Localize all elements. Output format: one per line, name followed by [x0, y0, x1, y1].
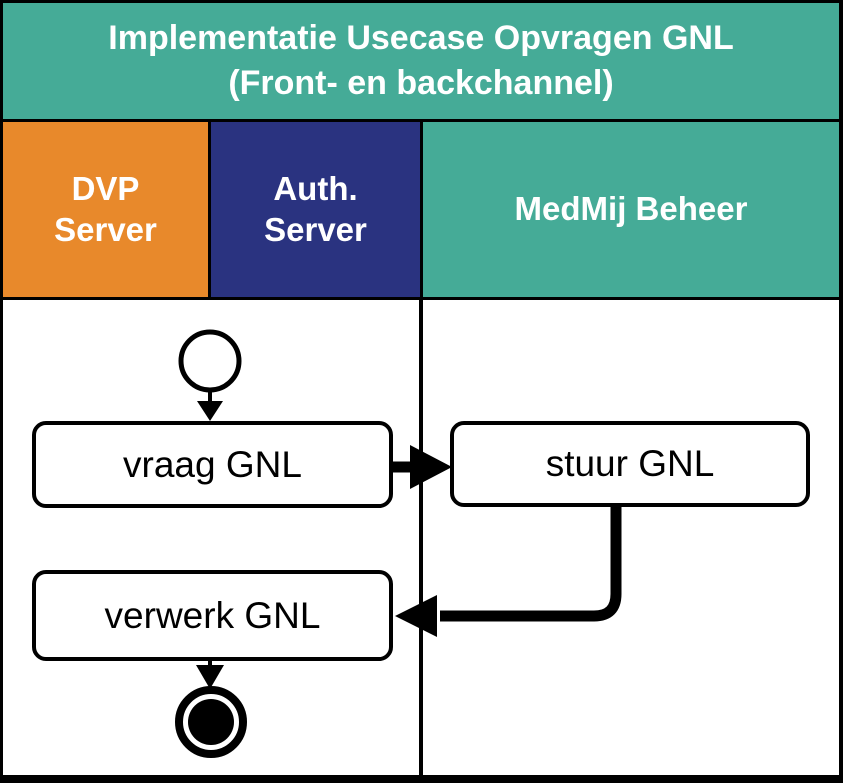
lane-header-medmij-beheer: MedMij Beheer: [423, 122, 839, 297]
arrowhead-right-icon: [410, 445, 452, 489]
edge-stuur-to-verwerk: [395, 507, 622, 637]
title-line-2: (Front- en backchannel): [228, 64, 614, 102]
edge-vraag-to-stuur: [393, 445, 452, 489]
activity-vraag-gnl: vraag GNL: [32, 421, 393, 508]
edge-verwerk-to-end: [196, 661, 224, 689]
lane-label-auth-server: Auth. Server: [264, 170, 367, 248]
arrowhead-down-icon: [196, 665, 224, 689]
title-line-1: Implementatie Usecase Opvragen GNL: [108, 19, 734, 58]
activity-stuur-gnl: stuur GNL: [450, 421, 810, 507]
diagram-title: Implementatie Usecase Opvragen GNL (Fron…: [3, 3, 839, 119]
lane-header-dvp-server: DVP Server: [3, 122, 208, 297]
lane-header-auth-server: Auth. Server: [211, 122, 420, 297]
edge-start-to-vraag: [197, 392, 223, 421]
activity-vraag-gnl-label: vraag GNL: [123, 443, 302, 485]
activity-verwerk-gnl-label: verwerk GNL: [104, 594, 321, 636]
lane-label-dvp-server: DVP Server: [54, 170, 157, 248]
activity-verwerk-gnl: verwerk GNL: [32, 570, 393, 661]
lane-divider-line: [419, 300, 423, 775]
start-event-node: [178, 329, 242, 393]
arrowhead-left-icon: [395, 595, 437, 637]
arrowhead-down-icon: [197, 401, 223, 421]
lane-label-medmij-beheer: MedMij Beheer: [514, 190, 748, 228]
activity-stuur-gnl-label: stuur GNL: [545, 443, 715, 484]
end-event-node: [175, 686, 247, 758]
